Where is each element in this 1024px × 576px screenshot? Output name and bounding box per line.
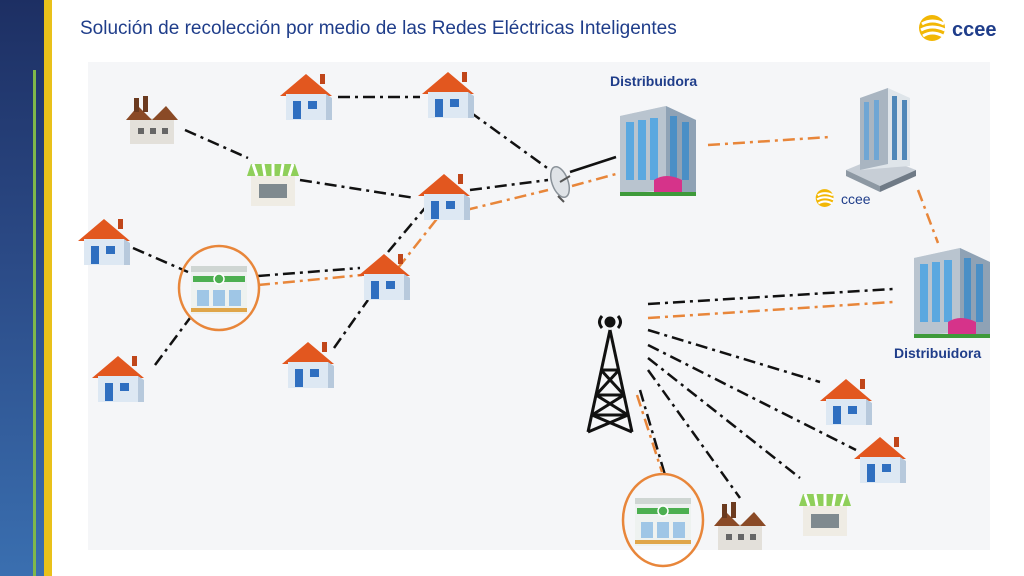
distributor-building-icon [914, 248, 990, 338]
sidebar-band [0, 0, 44, 576]
ccee-logo: ccee [918, 12, 998, 46]
ccee-server-label: ccee [815, 187, 885, 213]
house-icon [92, 356, 144, 402]
house-icon [280, 74, 332, 120]
sidebar-stripe [44, 0, 52, 576]
house-icon [282, 342, 334, 388]
distributor-uplink [569, 155, 617, 174]
pharmacy-icon [634, 497, 692, 547]
house-icon [422, 72, 474, 118]
satellite-dish-icon [549, 165, 571, 203]
pharmacy-icon [190, 265, 248, 315]
house-icon [78, 219, 130, 265]
black-links [132, 95, 894, 499]
distribuidora-top-label: Distribuidora [610, 73, 698, 89]
house-icon [358, 254, 410, 300]
house-icon [418, 174, 470, 220]
ccee-logo-icon [919, 15, 946, 41]
distributor-building-icon [620, 106, 696, 196]
ccee-server-icon [846, 88, 916, 192]
ccee-server-label-text: ccee [841, 191, 871, 207]
highlight-ring-bottom [621, 472, 705, 568]
sidebar-accent-line [33, 70, 36, 576]
slide-title: Solución de recolección por medio de las… [80, 18, 677, 39]
factory-icon [126, 96, 178, 144]
house-icon [854, 437, 906, 483]
ccee-logo-text: ccee [952, 19, 997, 41]
shop-icon [797, 492, 853, 538]
radio-tower-icon [586, 315, 634, 434]
ccee-small-logo-icon [815, 189, 834, 207]
factory-icon [714, 502, 766, 550]
house-icon [820, 379, 872, 425]
distribuidora-right-label: Distribuidora [894, 345, 982, 361]
orange-links [257, 135, 940, 473]
highlight-ring-left [177, 244, 261, 332]
shop-icon [245, 162, 301, 208]
